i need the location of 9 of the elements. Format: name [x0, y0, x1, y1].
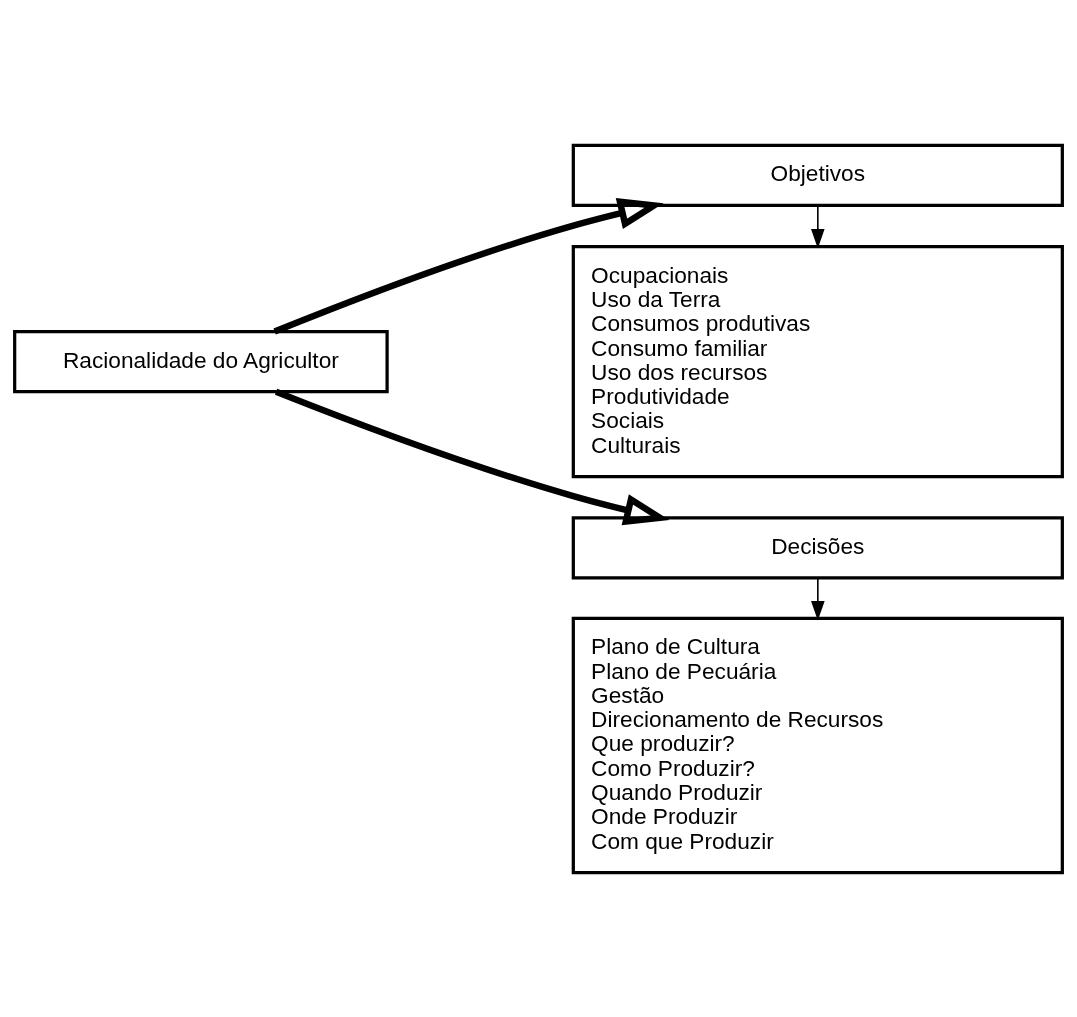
arrow: [274, 388, 670, 525]
node-box: Decisões: [571, 515, 1064, 579]
arrow: [811, 576, 825, 621]
node-box: Objetivos: [571, 143, 1064, 207]
arrow: [811, 204, 825, 248]
node-box: Ocupacionais Uso da Terra Consumos produtivas Consumo familiar Uso dos recursos Produtividade Sociais Culturais: [571, 244, 1064, 478]
arrow: [273, 197, 664, 335]
node-box: Racionalidade do Agricultor: [13, 329, 389, 393]
node-box: Plano de Cultura Plano de Pecuária Gestão Direcionamento de Recursos Que produzir? Como Produzir? Quando Produzir Onde Produzir Com que Produzir: [571, 616, 1064, 874]
